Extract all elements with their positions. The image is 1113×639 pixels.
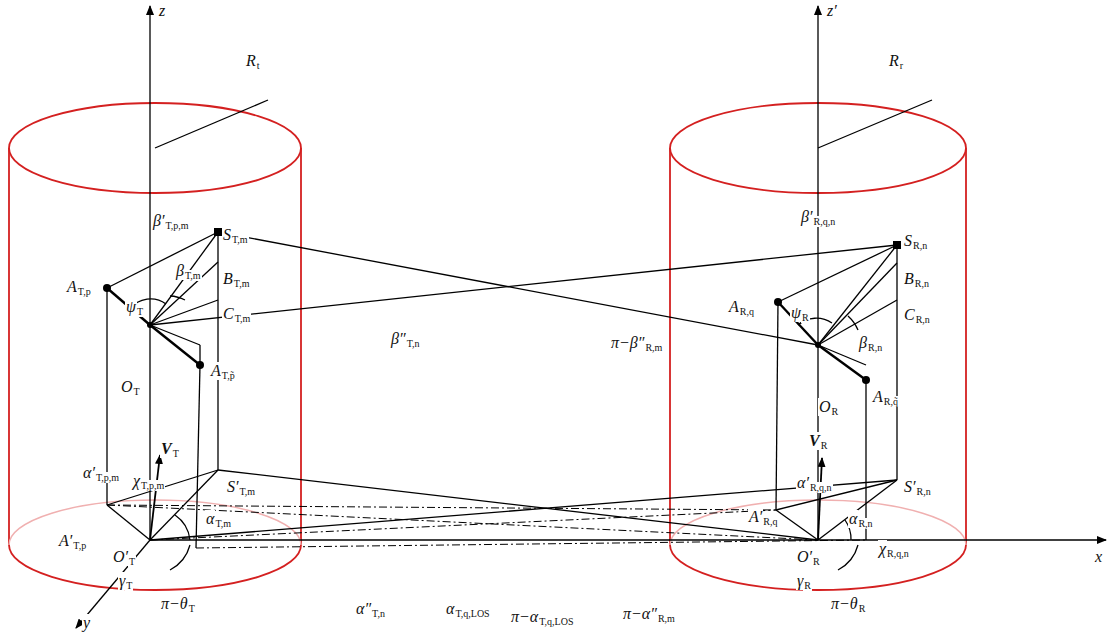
- subscript-label: R: [858, 603, 867, 614]
- subscript-label: r: [899, 60, 904, 71]
- subscript-label: T,p: [77, 286, 92, 297]
- subscript-label: R,n: [916, 486, 932, 497]
- subscript-label: R,q,n: [886, 548, 910, 559]
- math-label: S′: [903, 478, 917, 496]
- math-label: β″: [390, 330, 407, 348]
- subscript-label: R: [801, 312, 810, 323]
- math-label: z′: [826, 2, 838, 20]
- subscript-label: R: [812, 556, 821, 567]
- subscript-label: T,m: [231, 234, 249, 245]
- subscript-label: T: [136, 306, 144, 317]
- math-label: S′: [226, 478, 240, 496]
- subscript-label: T: [172, 448, 180, 459]
- math-label: x: [1094, 548, 1103, 566]
- subscript-label: T,p: [72, 540, 87, 551]
- subscript-label: T,q,LOS: [454, 608, 490, 619]
- subscript-label: T: [125, 580, 133, 591]
- subscript-label: T,q,LOS: [538, 616, 574, 627]
- subscript-label: R,n: [867, 342, 883, 353]
- subscript-label: R,m: [657, 613, 676, 624]
- subscript-label: t: [256, 60, 261, 71]
- subscript-label: T,p,m: [140, 480, 165, 491]
- subscript-label: T,m: [233, 278, 251, 289]
- subscript-label: R: [831, 406, 840, 417]
- subscript-label: R,n: [857, 518, 873, 529]
- subscript-label: T,p̃: [221, 370, 236, 381]
- math-label: O′: [796, 548, 813, 566]
- subscript-label: R,q,n: [809, 482, 833, 493]
- subscript-label: R,q̃: [883, 396, 899, 407]
- math-label: O: [818, 398, 832, 416]
- math-label: O: [120, 378, 134, 396]
- math-label: π−α″: [622, 605, 658, 623]
- subscript-label: R,n: [914, 278, 930, 289]
- math-label: β′: [800, 208, 813, 226]
- subscript-label: T,m: [214, 518, 232, 529]
- subscript-label: R,m: [644, 342, 663, 353]
- math-label: A′: [748, 508, 763, 526]
- math-label: β′: [152, 212, 165, 230]
- subscript-label: R,q,n: [812, 216, 836, 227]
- math-label: A′: [58, 532, 73, 550]
- math-label: y: [82, 614, 91, 632]
- subscript-label: T,m: [234, 313, 252, 324]
- math-label: O′: [112, 548, 129, 566]
- subscript-label: T,n: [371, 608, 386, 619]
- math-label: π−θ: [830, 595, 859, 613]
- subscript-label: R,q: [739, 306, 755, 317]
- subscript-label: T,p,m: [95, 472, 120, 483]
- subscript-label: T,m: [184, 270, 202, 281]
- subscript-label: R,n: [912, 240, 928, 251]
- subscript-label: R: [803, 580, 812, 591]
- subscript-label: R,n: [915, 314, 931, 325]
- math-label: α″: [355, 600, 372, 618]
- math-label: α′: [82, 464, 96, 482]
- math-label: π−θ: [160, 595, 189, 613]
- subscript-label: R,q: [762, 516, 778, 527]
- math-label: α′: [796, 474, 810, 492]
- subscript-label: T,p,m: [164, 220, 189, 231]
- subscript-label: T: [133, 386, 141, 397]
- math-label: π−α: [510, 608, 539, 626]
- math-label: z: [158, 2, 166, 20]
- subscript-label: T: [128, 556, 136, 567]
- subscript-label: T,n: [406, 338, 421, 349]
- subscript-label: T: [188, 603, 196, 614]
- math-label: π−β″: [610, 334, 645, 352]
- subscript-label: R: [820, 440, 829, 451]
- subscript-label: T,m: [239, 486, 257, 497]
